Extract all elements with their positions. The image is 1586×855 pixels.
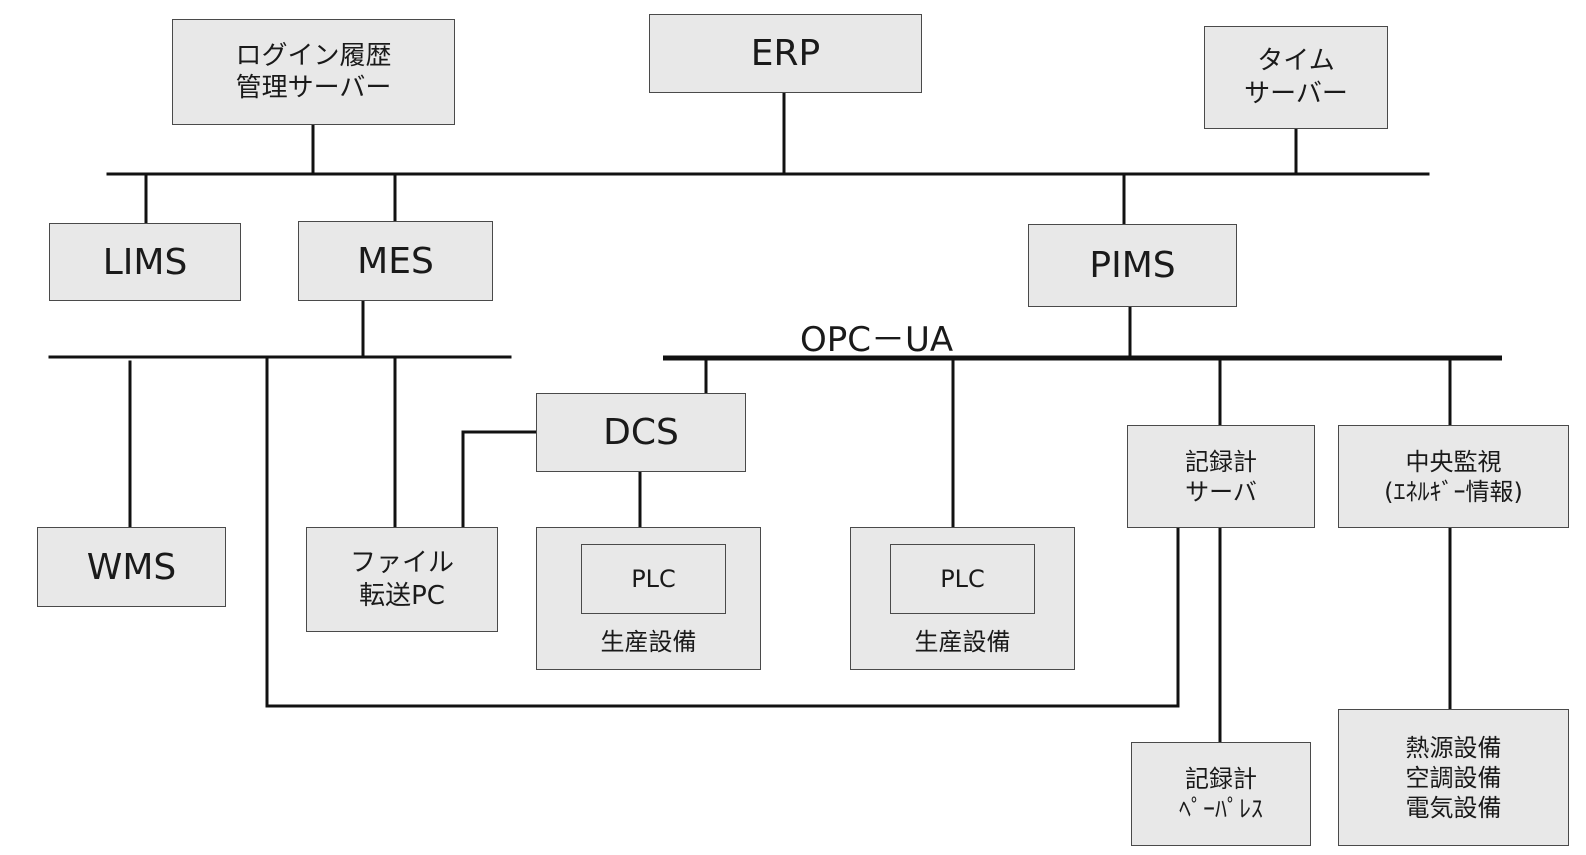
dcs-label: DCS [603, 412, 679, 453]
dcs-node: DCS [536, 393, 746, 472]
recorder-server-node: 記録計 サーバ [1127, 425, 1315, 528]
login-history-server-node: ログイン履歴 管理サーバー [172, 19, 455, 125]
production-equipment-1: PLC 生産設備 [536, 527, 761, 670]
time-server-label: タイム サーバー [1244, 46, 1348, 109]
pims-label: PIMS [1089, 245, 1176, 286]
central-monitoring-label: 中央監視 (ｴﾈﾙｷﾞｰ情報) [1384, 447, 1523, 506]
production-equipment-1-label: 生産設備 [600, 628, 697, 656]
login-history-server-label: ログイン履歴 管理サーバー [235, 40, 392, 104]
opcua-network-label: OPC－UA [800, 320, 954, 360]
time-server-node: タイム サーバー [1204, 26, 1388, 129]
wms-label: WMS [86, 546, 177, 588]
mes-node: MES [298, 221, 493, 301]
plc-1-label: PLC [631, 565, 676, 593]
plc-2-label: PLC [940, 565, 985, 593]
recorder-server-label: 記録計 サーバ [1185, 447, 1257, 506]
production-equipment-2-label: 生産設備 [914, 628, 1011, 656]
erp-node: ERP [649, 14, 922, 93]
pims-node: PIMS [1028, 224, 1237, 307]
central-monitoring-node: 中央監視 (ｴﾈﾙｷﾞｰ情報) [1338, 425, 1569, 528]
facilities-node: 熱源設備 空調設備 電気設備 [1338, 709, 1569, 846]
lims-node: LIMS [49, 223, 241, 301]
plc-2: PLC [890, 544, 1035, 614]
production-equipment-2: PLC 生産設備 [850, 527, 1075, 670]
recorder-paperless-node: 記録計 ﾍﾟｰﾊﾟﾚｽ [1131, 742, 1311, 846]
recorder-paperless-label: 記録計 ﾍﾟｰﾊﾟﾚｽ [1179, 765, 1263, 823]
lims-label: LIMS [102, 241, 188, 283]
wms-node: WMS [37, 527, 226, 607]
facilities-label: 熱源設備 空調設備 電気設備 [1405, 733, 1502, 822]
plc-1: PLC [581, 544, 726, 614]
file-transfer-pc-node: ファイル 転送PC [306, 527, 498, 632]
file-transfer-pc-label: ファイル 転送PC [349, 548, 454, 611]
mes-label: MES [357, 240, 434, 282]
erp-label: ERP [750, 33, 821, 74]
